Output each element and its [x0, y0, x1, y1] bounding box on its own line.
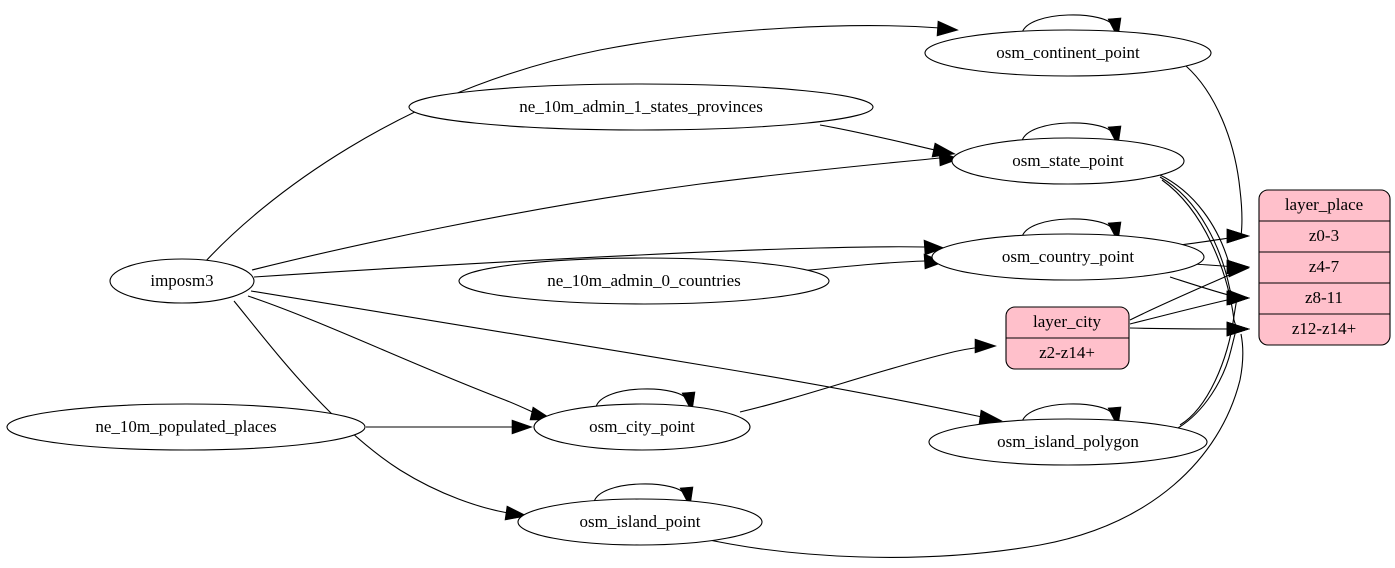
edge-osm_country_point-to-layer_place-z0-3: [1179, 228, 1250, 246]
edge-populated_places-to-osm_city_point: [366, 419, 533, 435]
edge-osm_city_point-to-layer_city-z2-z14: [739, 338, 997, 413]
node-osm_city_point[interactable]: osm_city_point: [533, 403, 751, 451]
record-row-layer_place-z0-3[interactable]: z0-3: [1309, 226, 1339, 245]
record-row-layer_place-title: layer_place: [1285, 195, 1363, 214]
record-row-layer_city-title: layer_city: [1033, 312, 1101, 331]
node-osm_country_point[interactable]: osm_country_point: [931, 233, 1205, 281]
record-row-layer_place-z8-11[interactable]: z8-11: [1305, 288, 1343, 307]
node-label-ne_10m_admin_1_states_provinces: ne_10m_admin_1_states_provinces: [519, 97, 763, 116]
node-label-ne_10m_admin_0_countries: ne_10m_admin_0_countries: [547, 271, 741, 290]
node-label-osm_state_point: osm_state_point: [1012, 151, 1124, 170]
record-node-layer: layer_place z0-3 z4-7 z8-11 z12-z14+ lay…: [1005, 189, 1391, 370]
node-label-osm_island_polygon: osm_island_polygon: [997, 432, 1139, 451]
node-osm_continent_point[interactable]: osm_continent_point: [924, 29, 1212, 77]
node-label-osm_city_point: osm_city_point: [589, 417, 695, 436]
record-node-layer_city[interactable]: layer_city z2-z14+: [1005, 306, 1130, 370]
edge-states_provinces-to-osm_state_point: [819, 124, 956, 158]
node-ne_10m_admin_0_countries[interactable]: ne_10m_admin_0_countries: [458, 257, 830, 305]
edge-imposm3-to-osm_city_point: [247, 295, 555, 421]
node-osm_state_point[interactable]: osm_state_point: [951, 137, 1185, 185]
node-ne_10m_admin_1_states_provinces[interactable]: ne_10m_admin_1_states_provinces: [408, 83, 874, 131]
node-label-imposm3: imposm3: [150, 271, 213, 290]
node-layer: imposm3 ne_10m_admin_1_states_provinces …: [6, 29, 1212, 546]
edge-admin_0_countries-to-osm_country_point: [799, 253, 945, 272]
node-label-osm_island_point: osm_island_point: [580, 512, 701, 531]
edge-imposm3-to-osm_continent_point: [204, 20, 959, 263]
record-row-layer_city-z2-z14plus[interactable]: z2-z14+: [1039, 343, 1095, 362]
edge-imposm3-to-osm_country_point: [253, 239, 945, 278]
record-row-layer_place-z12-z14plus[interactable]: z12-z14+: [1292, 319, 1356, 338]
edge-osm_continent_point-to-layer_place-z0-3: [1185, 65, 1250, 244]
edge-osm_island_polygon-to-layer_place-z8-11: [1179, 290, 1250, 426]
node-label-osm_country_point: osm_country_point: [1002, 247, 1134, 266]
edge-imposm3-to-osm_island_polygon: [250, 290, 1003, 425]
record-node-layer_place[interactable]: layer_place z0-3 z4-7 z8-11 z12-z14+: [1258, 189, 1391, 346]
edge-imposm3-to-osm_state_point: [251, 150, 960, 271]
node-ne_10m_populated_places[interactable]: ne_10m_populated_places: [6, 403, 366, 451]
edge-osm_island_point-to-layer_place-z12-z14: [699, 321, 1250, 558]
edge-layer_city-to-layer_place-z4-7: [1129, 261, 1250, 321]
node-imposm3[interactable]: imposm3: [109, 258, 255, 304]
node-osm_island_point[interactable]: osm_island_point: [517, 498, 763, 546]
node-osm_island_polygon[interactable]: osm_island_polygon: [928, 418, 1208, 466]
edge-osm_island_polygon-to-layer_place-z12-z14: [1177, 321, 1250, 429]
node-label-ne_10m_populated_places: ne_10m_populated_places: [95, 417, 276, 436]
record-row-layer_place-z4-7[interactable]: z4-7: [1309, 257, 1340, 276]
node-label-osm_continent_point: osm_continent_point: [996, 43, 1140, 62]
